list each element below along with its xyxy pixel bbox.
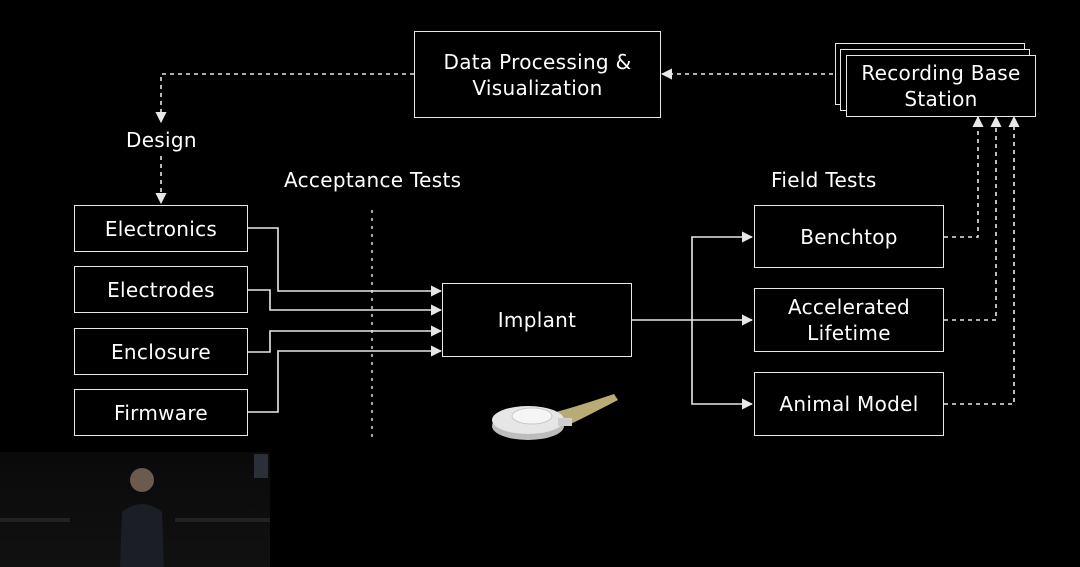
arrow-animal-to-station <box>944 115 1020 405</box>
arrow-accelerated-to-station <box>944 115 1002 321</box>
animal-model-box: Animal Model <box>754 372 944 436</box>
enclosure-box: Enclosure <box>74 328 248 375</box>
firmware-box: Firmware <box>74 389 248 436</box>
implant-box: Implant <box>442 283 632 357</box>
electronics-box: Electronics <box>74 205 248 252</box>
benchtop-box: Benchtop <box>754 205 944 268</box>
accelerated-lifetime-box: Accelerated Lifetime <box>754 288 944 352</box>
arrow-to-animal <box>691 320 754 410</box>
arrow-electrodes-to-implant <box>248 289 443 316</box>
data-processing-box: Data Processing & Visualization <box>414 31 661 118</box>
acceptance-tests-label: Acceptance Tests <box>284 168 462 192</box>
arrow-enclosure-to-implant <box>248 325 443 353</box>
electrodes-box: Electrodes <box>74 266 248 313</box>
arrow-firmware-to-implant <box>248 345 443 413</box>
arrow-to-benchtop <box>691 231 754 320</box>
design-label: Design <box>126 128 197 152</box>
field-tests-label: Field Tests <box>771 168 877 192</box>
implant-device-image <box>492 394 618 440</box>
arrow-benchtop-to-station <box>944 115 984 238</box>
arrow-processing-to-design <box>155 73 414 124</box>
presenter-image <box>0 454 270 567</box>
recording-base-station-box: Recording Base Station <box>846 55 1036 117</box>
arrow-electronics-to-implant <box>248 227 443 297</box>
